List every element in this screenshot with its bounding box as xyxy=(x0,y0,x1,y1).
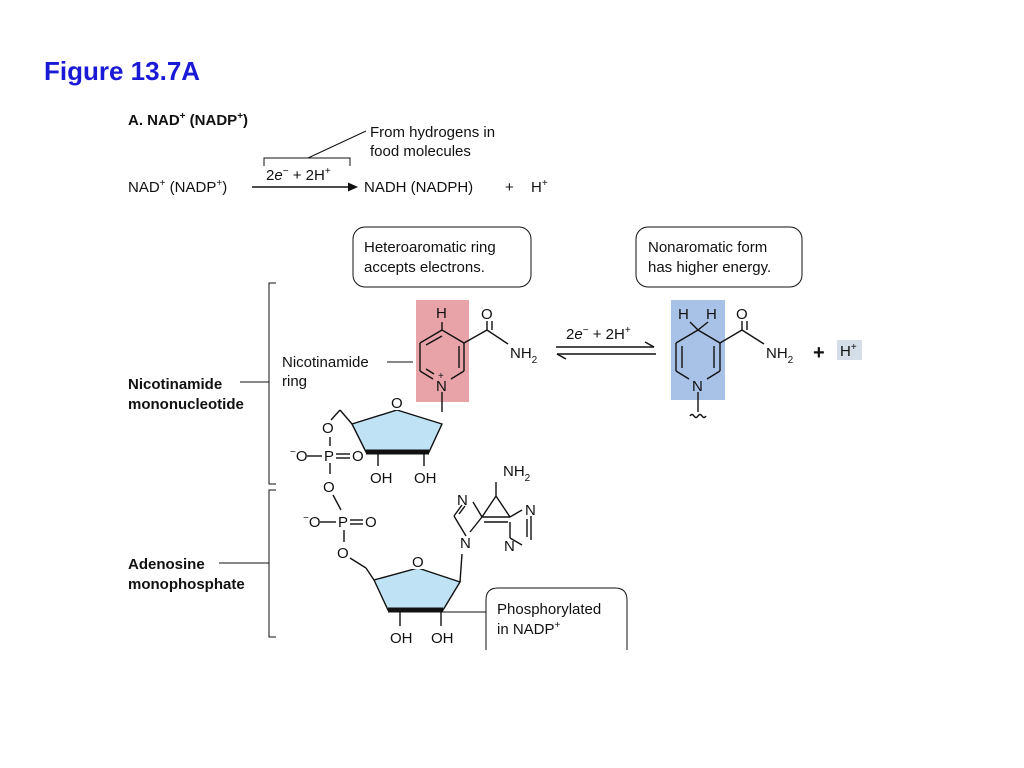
phosphate-2-dO: O xyxy=(365,514,377,531)
nmn-ribose xyxy=(351,409,443,453)
product-plus: + xyxy=(813,342,825,364)
product-label: NADH (NADPH) xyxy=(364,179,473,196)
adenine-N1: N xyxy=(525,502,536,519)
oxidized-ring-bonds xyxy=(419,321,509,412)
nmn-OH-1: OH xyxy=(370,470,393,487)
reaction-arrow-head xyxy=(348,182,358,192)
equilibrium-label: 2e− + 2H+ xyxy=(566,325,631,343)
nmn-ring-O-mask xyxy=(389,394,406,410)
amp-bracket xyxy=(219,489,276,638)
adenine-N3: N xyxy=(504,538,515,555)
adenine-N7: N xyxy=(457,492,468,509)
reaction-plus: + xyxy=(505,179,514,196)
ox-carbonyl-O: O xyxy=(481,306,493,323)
phosphate-2-P: P xyxy=(338,514,348,531)
phosphate-1-O: −O xyxy=(290,447,308,465)
phosphate-2-O: −O xyxy=(303,513,321,531)
ox-H-atom: H xyxy=(436,305,447,322)
adenine-NH2: NH2 xyxy=(503,463,531,484)
amp-ribose xyxy=(373,567,462,611)
adenine-bonds xyxy=(453,482,532,546)
red-ring-N: N xyxy=(692,378,703,395)
proton-label: H+ xyxy=(531,178,548,196)
o-bridge-2: O xyxy=(323,479,335,496)
phosphate-1-P: P xyxy=(324,448,334,465)
pyrophosphate: O −O P O O −O P O O xyxy=(290,420,377,581)
red-amide-NH2: NH2 xyxy=(766,345,794,366)
phosphate-1-dO: O xyxy=(352,448,364,465)
red-carbonyl-O: O xyxy=(736,306,748,323)
red-H-atom-1: H xyxy=(678,306,689,323)
amp-ring-O: O xyxy=(412,554,424,571)
figure-title: Figure 13.7A xyxy=(44,56,201,86)
ox-amide-NH2: NH2 xyxy=(510,345,538,366)
overall-reaction: NAD+ (NADP+) 2e− + 2H+ From hydrogens in… xyxy=(128,124,548,196)
nmn-c5-o-bond xyxy=(330,409,341,421)
nmn-c5-bond xyxy=(339,409,353,425)
red-H-atom-2: H xyxy=(706,306,717,323)
ox-plus-charge: + xyxy=(438,371,444,382)
ox-ring-N: N xyxy=(436,378,447,395)
reactant-label: NAD+ (NADP+) xyxy=(128,178,227,196)
panel-title: A. NAD+ (NADP+) xyxy=(128,111,248,129)
reduced-ring-bonds xyxy=(675,321,765,419)
amp-OH-1: OH xyxy=(390,630,413,647)
amp-OH-2: OH xyxy=(431,630,454,647)
reduced-ring-highlight xyxy=(671,300,725,400)
callout-leader xyxy=(307,130,367,159)
oxidized-ring-highlight xyxy=(416,300,469,402)
proton-highlight xyxy=(837,340,862,360)
equilibrium-arrows: 2e− + 2H+ xyxy=(556,325,656,360)
amp-ring-O-mask xyxy=(410,553,427,569)
o-bridge-1: O xyxy=(322,420,334,437)
product-proton: H+ xyxy=(840,342,857,360)
glycosidic-bond xyxy=(459,553,463,583)
electron-bracket xyxy=(263,157,351,166)
nmn-ring-O: O xyxy=(391,395,403,412)
adenine-N9: N xyxy=(460,535,471,552)
electron-bracket-label: 2e− + 2H+ xyxy=(266,166,331,184)
nmn-OH-2: OH xyxy=(414,470,437,487)
o-bridge-3: O xyxy=(337,545,349,562)
nmn-bracket xyxy=(240,282,276,485)
